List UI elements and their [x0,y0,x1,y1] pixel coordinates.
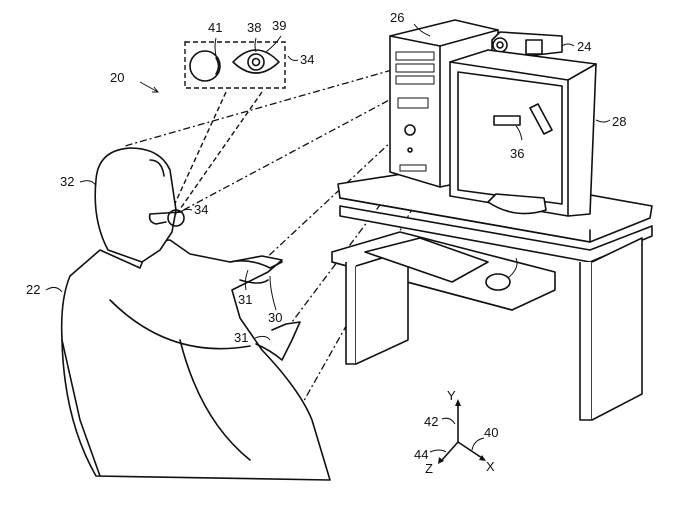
axis-z-label: Z [425,461,433,476]
label-24: 24 [577,39,591,54]
label-30: 30 [268,310,282,325]
label-22: 22 [26,282,40,297]
monitor [449,49,611,217]
label-31-upper: 31 [238,292,252,307]
person [60,147,331,481]
display-object-1 [493,115,521,126]
desk [331,167,653,421]
eyeball-side-view [189,50,221,82]
coordinate-axes [429,399,486,464]
mouse [485,273,511,291]
display-object-2 [529,103,553,135]
label-26: 26 [390,10,404,25]
label-41: 41 [208,20,222,35]
label-34-inset: 34 [300,52,314,67]
keyboard [364,237,489,283]
label-32: 32 [60,174,74,189]
label-44: 44 [414,447,428,462]
label-38: 38 [247,20,261,35]
leader-lines [45,23,575,341]
label-36: 36 [510,146,524,161]
camera [491,31,563,59]
label-28: 28 [612,114,626,129]
axis-y-label: Y [447,388,456,403]
label-34-person: 34 [194,202,208,217]
label-31-lower: 31 [234,330,248,345]
eye-front-view [232,49,280,74]
label-20: 20 [110,70,124,85]
label-42: 42 [424,414,438,429]
reference-labels: 20 41 38 39 34 26 24 28 36 32 34 22 31 3… [26,10,626,476]
eye-inset [184,35,299,89]
axis-x-label: X [486,459,495,474]
label-40: 40 [484,425,498,440]
label-39: 39 [272,18,286,33]
